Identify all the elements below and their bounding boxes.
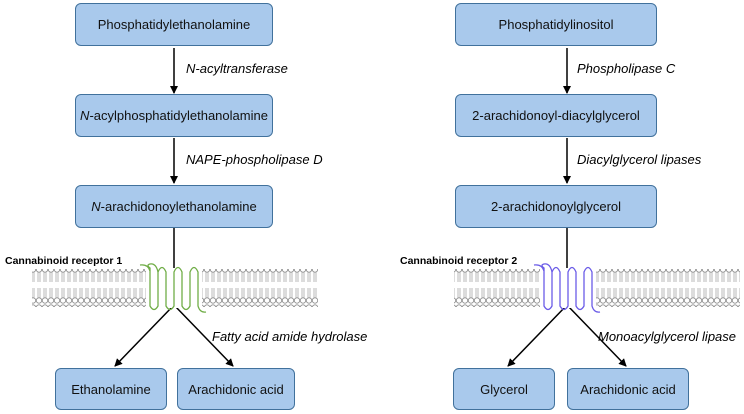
cb2-receptor xyxy=(533,263,601,313)
arrow-left-split-a xyxy=(114,304,175,367)
2-ag-box: 2-arachidonoylglycerol xyxy=(455,185,657,228)
anandamide-box: N-arachidonoylethanolamine xyxy=(75,185,273,228)
glycerol-label: Glycerol xyxy=(480,381,528,397)
anandamide-prefix: N xyxy=(91,199,101,214)
anandamide-label: -arachidonoylethanolamine xyxy=(100,199,257,214)
arrow-right-split-a xyxy=(507,304,568,367)
enzyme-phospholipase-c: Phospholipase C xyxy=(577,61,676,76)
ethanolamine-label: Ethanolamine xyxy=(71,381,151,397)
enzyme-n-acyltransferase: N-acyltransferase xyxy=(186,61,288,76)
cb1-receptor xyxy=(139,263,207,313)
nape-box: N-acylphosphatidylethanolamine xyxy=(75,94,273,137)
glycerol-box: Glycerol xyxy=(453,368,555,410)
nape-prefix: N xyxy=(80,108,90,123)
diacylglycerol-label: 2-arachidonoyl-diacylglycerol xyxy=(472,108,640,123)
arachidonic-acid-right-label: Arachidonic acid xyxy=(580,381,676,397)
ethanolamine-box: Ethanolamine xyxy=(55,368,167,410)
enzyme-dag-lipases: Diacylglycerol lipases xyxy=(577,152,702,167)
arachidonic-acid-left-label: Arachidonic acid xyxy=(188,381,284,397)
arachidonic-acid-left-box: Arachidonic acid xyxy=(177,368,295,410)
arrow-right-split-b xyxy=(566,304,627,367)
diacylglycerol-box: 2-arachidonoyl-diacylglycerol xyxy=(455,94,657,137)
nape-label: -acylphosphatidylethanolamine xyxy=(89,108,268,123)
cannabinoid-receptor-2-label: Cannabinoid receptor 2 xyxy=(400,255,518,267)
cannabinoid-receptor-1-label: Cannabinoid receptor 1 xyxy=(5,255,123,267)
2-ag-label: 2-arachidonoylglycerol xyxy=(490,199,622,214)
phosphatidylinositol-box: Phosphatidylinositol xyxy=(455,3,657,46)
phosphatidylinositol-label: Phosphatidylinositol xyxy=(498,17,614,32)
phosphatidylethanolamine-box: Phosphatidylethanolamine xyxy=(75,3,273,46)
arrow-left-split-b xyxy=(173,304,234,367)
membrane-right xyxy=(454,269,740,307)
enzyme-magl: Monoacylglycerol lipase xyxy=(598,329,737,344)
enzyme-faah: Fatty acid amide hydrolase xyxy=(212,329,368,344)
enzyme-nape-pld: NAPE-phospholipase D xyxy=(186,152,323,167)
phosphatidylethanolamine-label: Phosphatidylethanolamine xyxy=(97,17,251,32)
arachidonic-acid-right-box: Arachidonic acid xyxy=(567,368,689,410)
